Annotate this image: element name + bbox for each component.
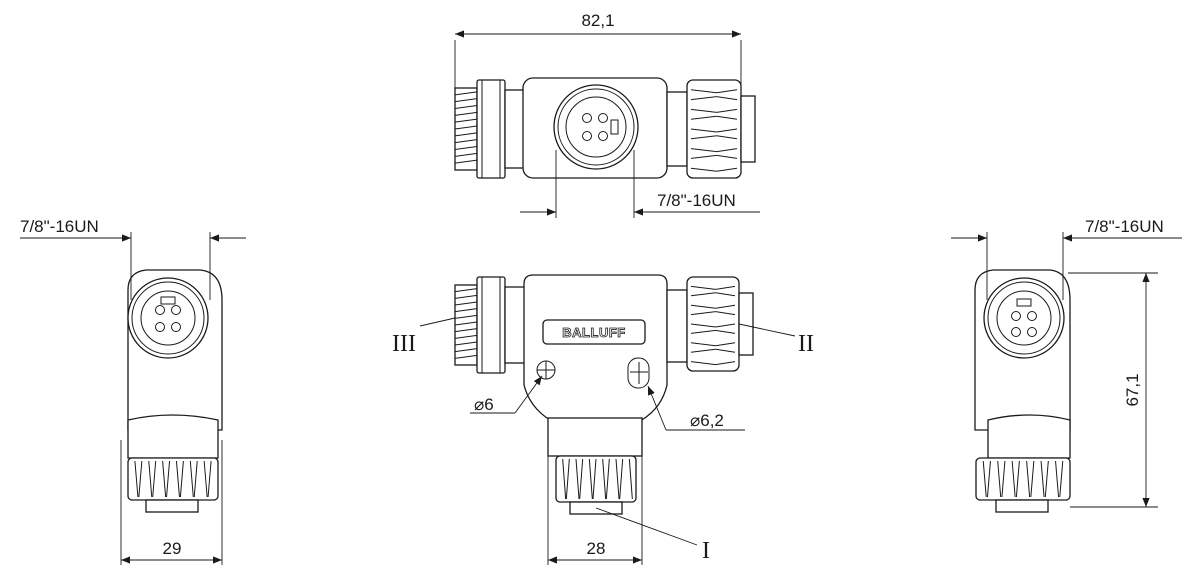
front-left-thread	[454, 276, 526, 374]
front-right-nut	[666, 276, 754, 372]
top-right-nut	[666, 79, 756, 179]
brand-text: BALLUFF	[562, 325, 625, 340]
top-left-thread	[454, 79, 526, 179]
dim-top-thread: 7/8"-16UN	[657, 191, 736, 210]
dim-right-height: 67,1	[1123, 373, 1142, 406]
dim-hole-left: ⌀6	[474, 395, 494, 414]
front-view: BALLUFF III II I ⌀6	[392, 274, 814, 565]
dim-left-width: 29	[163, 539, 182, 558]
dim-right-thread: 7/8"-16UN	[1085, 217, 1164, 236]
port-label-1: I	[702, 538, 710, 564]
dim-left-thread: 7/8"-16UN	[20, 217, 99, 236]
dim-top-width: 82,1	[581, 11, 614, 30]
left-side-view: 7/8"-16UN 29	[20, 217, 246, 565]
dim-hole-right: ⌀6,2	[690, 411, 724, 430]
dim-bottom-width: 28	[587, 539, 606, 558]
top-socket	[553, 84, 639, 170]
port-label-2: II	[798, 331, 814, 357]
top-view: 82,1 7/8"-16UN	[454, 11, 760, 218]
hole-right	[627, 357, 650, 389]
front-body	[523, 274, 668, 433]
right-side-view: 7/8"-16UN 67,1	[951, 217, 1182, 513]
diameter-symbol: ⌀	[474, 395, 484, 414]
front-bottom-connector	[547, 417, 643, 515]
brand-badge	[542, 319, 646, 345]
diameter-symbol: ⌀	[690, 411, 700, 430]
port-label-3: III	[392, 331, 416, 357]
